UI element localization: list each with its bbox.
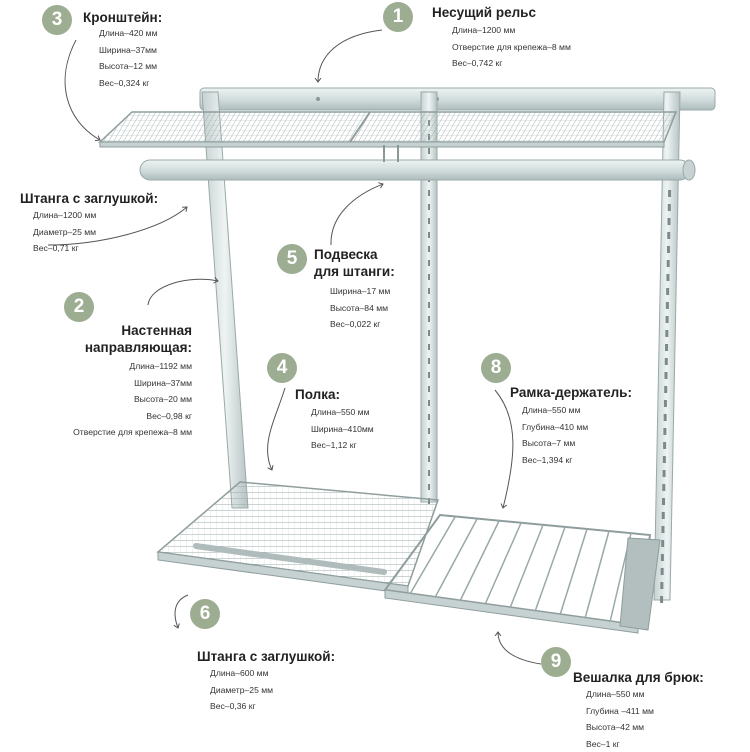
callout-4-title: Полка:: [295, 387, 340, 402]
callout-1-badge: 1: [383, 2, 413, 32]
callout-1-title: Несущий рельс: [432, 5, 536, 20]
callout-6-badge: 6: [190, 599, 220, 629]
callout-4-badge: 4: [267, 353, 297, 383]
lower-wire-shelf: [156, 481, 440, 595]
callout-2-badge: 2: [64, 292, 94, 322]
pointer-arrows: [47, 29, 542, 665]
callout-8-badge: 8: [481, 353, 511, 383]
callout-5-badge: 5: [277, 244, 307, 274]
callout-9-badge: 9: [541, 647, 571, 677]
trouser-rack: [383, 513, 661, 634]
rod-long-title: Штанга с заглушкой:: [20, 191, 159, 206]
callout-8-title: Рамка-держатель:: [510, 385, 632, 400]
callout-3-title: Кронштейн:: [83, 10, 163, 25]
callout-9-title: Вешалка для брюк:: [573, 670, 704, 685]
callout-6-title: Штанга с заглушкой:: [197, 649, 336, 664]
callout-3-badge: 3: [42, 5, 72, 35]
hanging-rod: [139, 145, 696, 181]
top-wire-shelf: [98, 111, 678, 148]
carrying-rail: [199, 87, 716, 111]
